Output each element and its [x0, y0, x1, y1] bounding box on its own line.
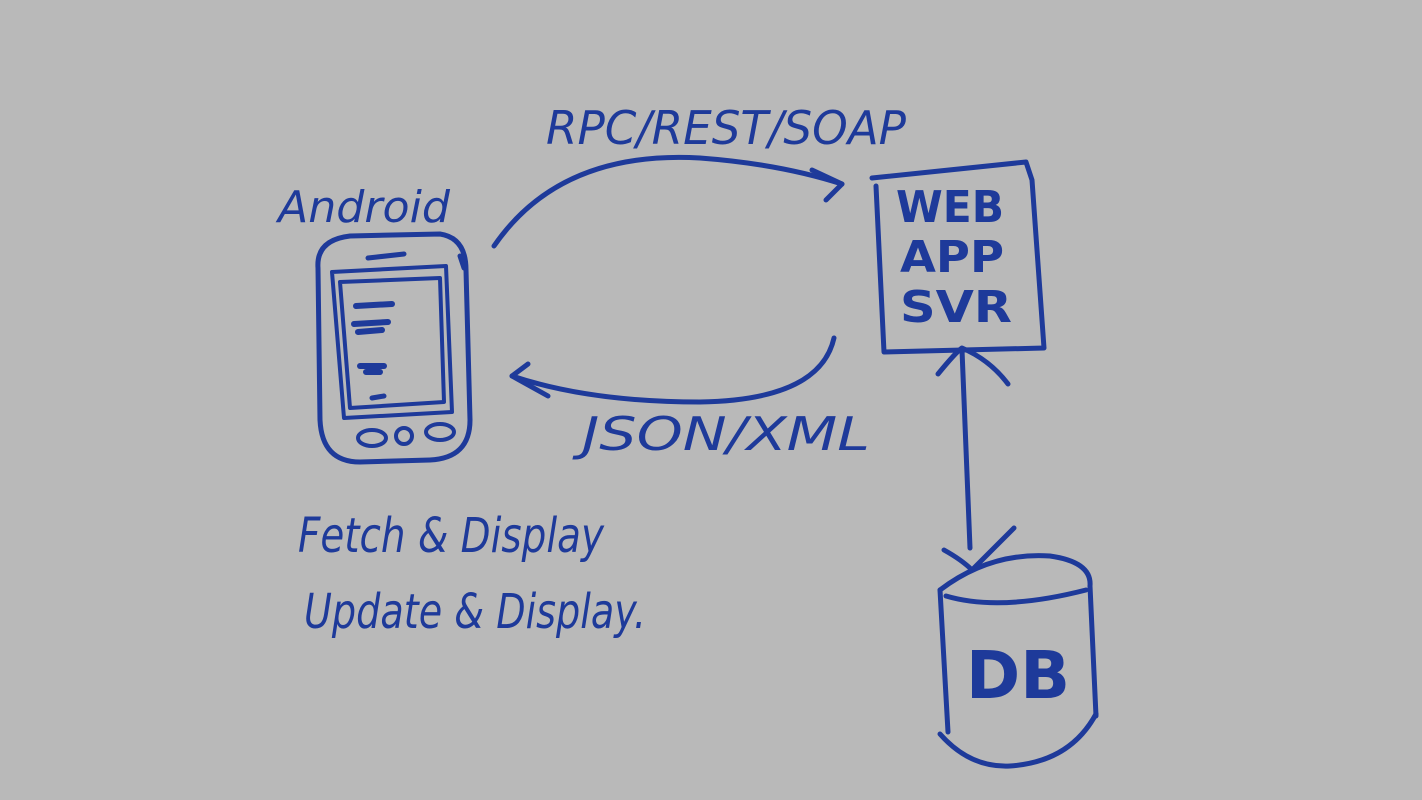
- request-protocol-label: RPC/REST/SOAP: [546, 101, 906, 155]
- action-fetch-display: Fetch & Display: [298, 508, 604, 564]
- database-label: DB: [966, 637, 1070, 714]
- android-label: Android: [275, 182, 451, 233]
- request-arrow: [491, 154, 845, 249]
- server-label-svr: SVR: [900, 282, 1012, 333]
- response-format-label: JSON/XML: [572, 407, 870, 461]
- action-update-display: Update & Display.: [304, 584, 646, 640]
- database-cylinder-icon: DB: [937, 553, 1099, 769]
- server-db-arrow: [935, 345, 1017, 573]
- response-arrow: [509, 335, 837, 405]
- android-phone-icon: [315, 231, 473, 465]
- web-app-server-box: WEB APP SVR: [869, 159, 1047, 355]
- server-label-app: APP: [900, 232, 1004, 283]
- server-label-web: WEB: [896, 182, 1004, 233]
